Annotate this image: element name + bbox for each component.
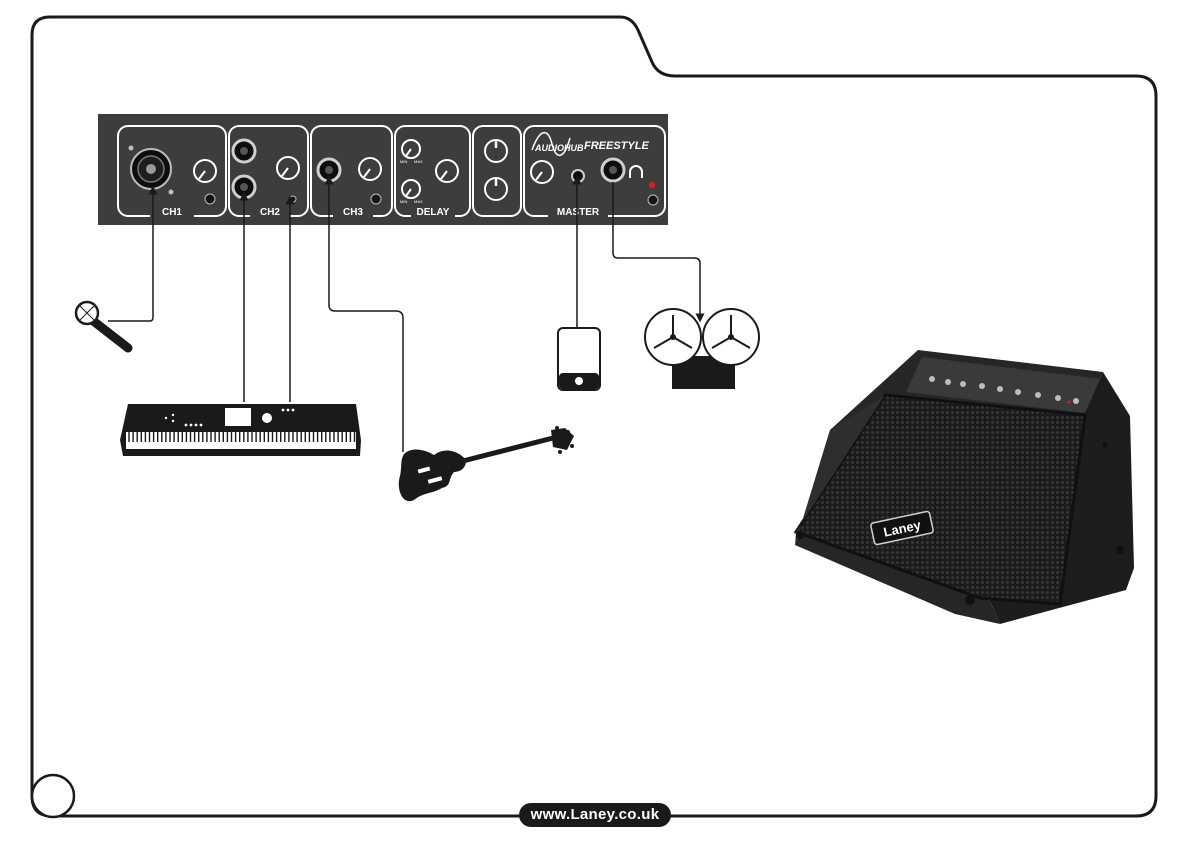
audiohub-logo-text: AUDIOHUB — [534, 143, 584, 153]
ch2-button[interactable] — [290, 196, 296, 202]
ch3-jack[interactable] — [318, 159, 340, 181]
ch3-label: CH3 — [343, 207, 363, 218]
ch2-label: CH2 — [260, 207, 280, 218]
power-button[interactable] — [648, 195, 658, 205]
delay-max-label-2: MAX — [414, 199, 423, 204]
aux-input-jack[interactable] — [572, 170, 584, 182]
freestyle-logo-text: FREESTYLE — [584, 140, 649, 152]
delay-min-label-2: MIN — [400, 199, 407, 204]
ch2-jack-bottom[interactable] — [233, 176, 255, 198]
phone-icon — [558, 328, 600, 390]
master-label: MASTER — [557, 207, 600, 218]
amplifier-icon: Laney — [795, 350, 1134, 624]
delay-min-label-1: MIN — [400, 159, 407, 164]
ch2-jack-top[interactable] — [233, 140, 255, 162]
delay-label: DELAY — [417, 207, 450, 218]
ch3-button[interactable] — [371, 194, 381, 204]
microphone-icon — [76, 302, 128, 348]
ch1-label: CH1 — [162, 207, 182, 218]
tape-recorder-icon — [645, 309, 759, 389]
keyboard-icon — [120, 404, 361, 456]
audiohub-panel: MIN MAX MIN MAX AUDIOHUB FREESTYLE — [98, 114, 668, 225]
delay-max-label-1: MAX — [414, 159, 423, 164]
bass-guitar-icon — [399, 426, 574, 501]
website-url-badge[interactable]: www.Laney.co.uk — [519, 803, 671, 827]
power-led — [649, 182, 655, 188]
page-number-circle — [32, 775, 74, 817]
ch1-button[interactable] — [205, 194, 215, 204]
headphone-jack[interactable] — [602, 159, 624, 181]
